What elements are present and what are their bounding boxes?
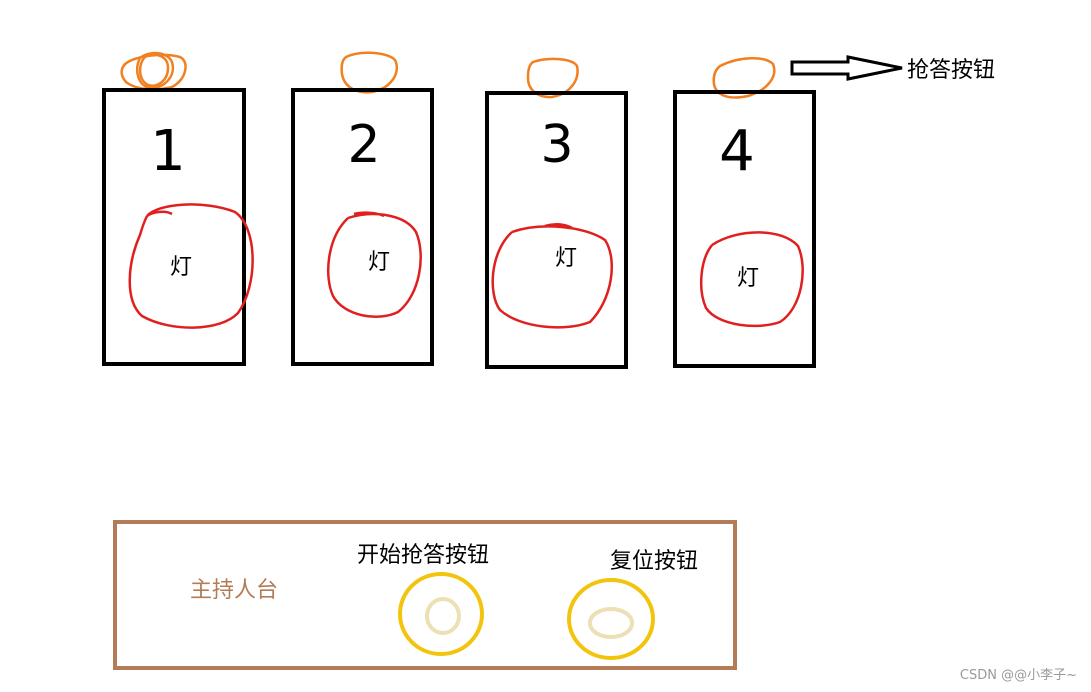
contestant-box-4 [673,90,816,368]
host-console-box [113,520,737,670]
host-console [113,520,737,670]
lamp-label-3: 灯 [555,246,578,271]
contestant-1: 1 [102,51,254,366]
contestant-2: 2 [291,51,434,366]
start-button-label: 开始抢答按钮 [357,543,490,568]
contestant-number-3: 3 [540,115,573,175]
start-button-inner-ring [425,597,461,635]
buzzer-3 [526,57,579,99]
contestant-number-2: 2 [347,115,380,175]
contestant-4: 4 [673,57,816,368]
host-console-label: 主持人台 [190,578,279,603]
contestant-number-1: 1 [150,119,186,184]
arrow-icon [790,55,903,81]
lamp-3 [491,223,613,329]
start-button-outer-ring [398,572,484,656]
contestant-box-2 [291,88,434,366]
watermark: CSDN @@小李子~ [959,668,1077,683]
lamp-2 [327,211,422,318]
reset-button-outer-ring [567,578,655,660]
contestant-box-1 [102,88,246,366]
contestant-box-3 [485,91,628,369]
lamp-label-2: 灯 [368,250,391,275]
buzzer-annotation: 抢答按钮 [907,58,996,83]
reset-button-inner-ring [588,607,634,639]
lamp-label-4: 灯 [737,266,760,291]
lamp-4 [700,231,804,328]
buzzer-1 [120,51,187,91]
reset-button-label: 复位按钮 [610,549,699,574]
lamp-1 [128,203,254,329]
lamp-label-1: 灯 [170,255,193,280]
buzzer-4 [712,57,776,99]
buzzer-2 [340,51,398,94]
contestant-number-4: 4 [719,119,755,184]
contestant-3: 3 [485,57,628,369]
